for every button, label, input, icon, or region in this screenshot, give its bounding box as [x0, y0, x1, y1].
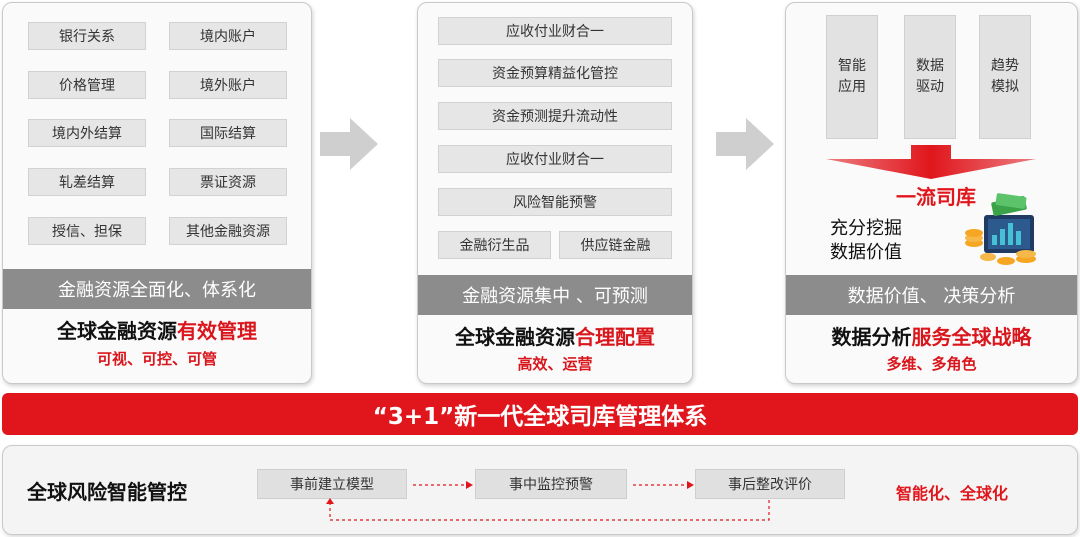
data-analysis-panel: 智能 应用 数据 驱动 趋势 模拟 一流司库 充分挖掘 数据价值 — [785, 2, 1078, 384]
chip-credit-guarantee: 授信、担保 — [28, 217, 146, 245]
step-post-rectification: 事后整改评价 — [695, 469, 845, 499]
tagline: 智能化、全球化 — [896, 484, 1009, 503]
chip-budget-control: 资金预算精益化管控 — [438, 59, 672, 87]
chip-cross-border-settlement: 境内外结算 — [28, 119, 146, 147]
financial-resources-panel: 银行关系 境内账户 价格管理 境外账户 境内外结算 国际结算 轧差结算 票证资源… — [2, 2, 312, 384]
column-2-line1: 数据 — [916, 58, 944, 74]
chip-price-management: 价格管理 — [28, 71, 146, 99]
column-1-line2: 应用 — [838, 79, 866, 95]
chip-other-resources: 其他金融资源 — [169, 217, 287, 245]
column-data-driven: 数据 驱动 — [904, 15, 956, 139]
money-analytics-icon — [965, 193, 1036, 265]
chip-overseas-accounts: 境外账户 — [169, 71, 287, 99]
mining-line1: 充分挖掘 — [830, 218, 902, 239]
panel3-title-main: 数据分析 — [831, 325, 912, 349]
panel3-band: 数据价值、 决策分析 — [786, 275, 1077, 315]
first-class-treasury-label: 一流司库 — [896, 185, 976, 209]
dashed-flow-arrow-icon — [326, 481, 770, 521]
panel2-title-highlight: 合理配置 — [575, 325, 655, 349]
panel1-band: 金融资源全面化、体系化 — [3, 269, 311, 309]
down-funnel-arrow-icon — [826, 145, 1036, 179]
data-value-mining-text: 充分挖掘 数据价值 — [830, 217, 902, 265]
risk-control-bar: 全球风险智能管控 事前建立模型 事中监控预警 事后整改评价 智能化、全球化 — [2, 445, 1078, 535]
chip-derivatives: 金融衍生品 — [438, 231, 551, 259]
panel2-subtitle: 高效、运营 — [517, 355, 593, 373]
chip-domestic-accounts: 境内账户 — [169, 22, 287, 50]
chip-bank-relations: 银行关系 — [28, 22, 146, 50]
chip-netting-settlement: 轧差结算 — [28, 168, 146, 196]
panel3-title-highlight: 服务全球战略 — [911, 325, 1032, 349]
panel3-title: 数据分析服务全球战略 — [786, 321, 1077, 350]
right-arrow-icon — [716, 118, 774, 170]
chip-bill-resources: 票证资源 — [169, 168, 287, 196]
panel1-title: 全球金融资源有效管理 — [3, 315, 311, 344]
resource-allocation-panel: 应收付业财合一 资金预算精益化管控 资金预测提升流动性 应收付业财合一 风险智能… — [417, 2, 693, 384]
chip-supply-chain-finance: 供应链金融 — [559, 231, 672, 259]
column-smart-application: 智能 应用 — [826, 15, 878, 139]
chip-liquidity-forecast: 资金预测提升流动性 — [438, 102, 672, 130]
column-3-line1: 趋势 — [991, 58, 1019, 74]
column-1-line1: 智能 — [838, 58, 866, 74]
panel2-title-main: 全球金融资源 — [455, 325, 575, 349]
step-monitoring-warning: 事中监控预警 — [475, 469, 627, 499]
mining-line2: 数据价值 — [830, 242, 902, 263]
main-banner: “3+1”新一代全球司库管理体系 — [2, 393, 1078, 435]
column-trend-simulation: 趋势 模拟 — [979, 15, 1031, 139]
panel1-title-highlight: 有效管理 — [177, 319, 257, 343]
right-arrow-icon — [320, 118, 378, 170]
panel1-subtitle: 可视、可控、可管 — [96, 350, 217, 368]
chip-ar-ap-integration-2: 应收付业财合一 — [438, 145, 672, 173]
panel1-title-main: 全球金融资源 — [57, 319, 177, 343]
panel2-band: 金融资源集中 、可预测 — [418, 275, 692, 315]
column-2-line2: 驱动 — [916, 79, 944, 95]
chip-risk-warning: 风险智能预警 — [438, 188, 672, 216]
risk-control-title: 全球风险智能管控 — [27, 480, 187, 504]
step-pre-model: 事前建立模型 — [257, 469, 407, 499]
chip-international-settlement: 国际结算 — [169, 119, 287, 147]
panel3-subtitle: 多维、多角色 — [886, 355, 977, 373]
panel2-title: 全球金融资源合理配置 — [418, 321, 692, 350]
column-3-line2: 模拟 — [991, 79, 1019, 95]
chip-ar-ap-integration: 应收付业财合一 — [438, 17, 672, 45]
